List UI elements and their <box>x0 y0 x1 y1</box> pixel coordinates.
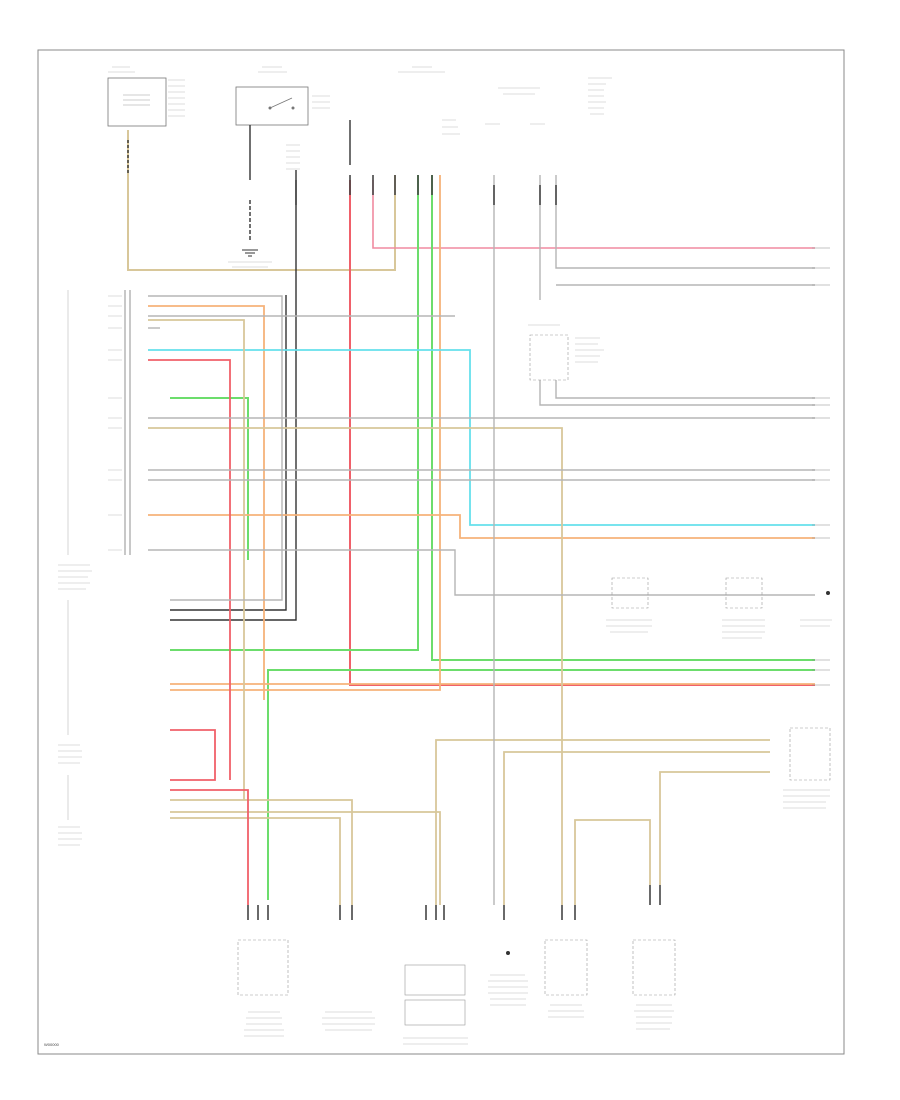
wire-gray <box>148 175 815 905</box>
wire-red-lower <box>148 359 249 905</box>
right-edge-terminals <box>812 247 830 686</box>
wire-tan <box>148 319 770 905</box>
wire-pink-top-right <box>372 180 815 249</box>
relay-mid-right <box>528 324 604 381</box>
fuse-box-top-left <box>107 77 185 127</box>
sensor-right-b <box>722 577 765 639</box>
top-connector-pins <box>295 175 557 205</box>
wire-cyan <box>148 349 815 526</box>
switch-right-lower <box>783 727 831 809</box>
bottom-component-3 <box>403 964 468 1045</box>
sensor-right-a <box>606 577 652 633</box>
bottom-component-2 <box>322 1011 375 1031</box>
wire-tan-top-loop <box>127 130 396 271</box>
wire-pink-main <box>349 180 815 686</box>
wire-black-relay <box>170 120 351 621</box>
ground-icon <box>800 591 832 627</box>
bottom-component-5 <box>544 939 588 1018</box>
wire-orange <box>148 175 815 700</box>
bottom-component-1 <box>237 939 289 1037</box>
diagram-frame <box>37 49 845 1055</box>
relay-switch-top <box>235 86 330 126</box>
wire-green-main <box>170 175 815 900</box>
ground-icon <box>228 200 272 268</box>
bottom-connector-pins <box>247 885 661 920</box>
footer-label: W00000 <box>44 1042 60 1047</box>
bottom-component-6 <box>632 939 676 1030</box>
bottom-component-4 <box>488 951 528 1006</box>
header-labels-top <box>108 66 612 170</box>
connector-block-left <box>58 290 131 846</box>
